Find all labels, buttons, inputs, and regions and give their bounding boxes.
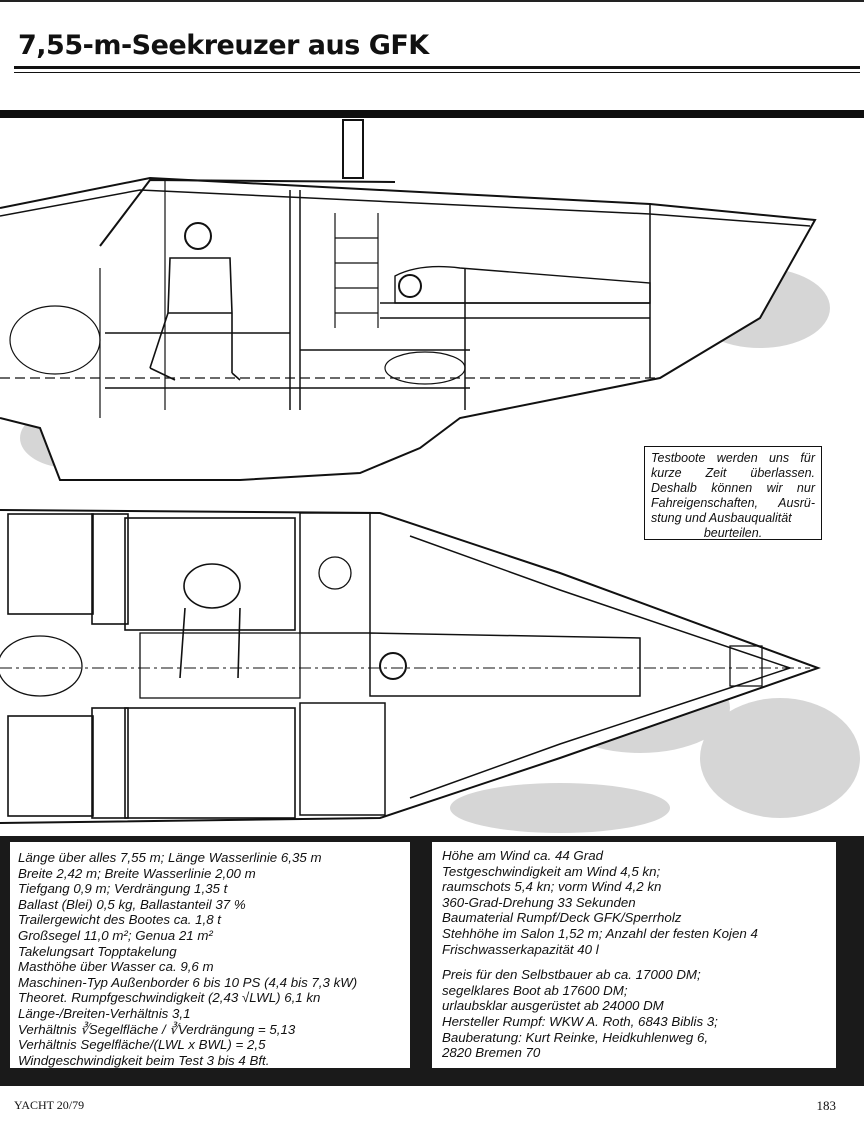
top-edge-rule <box>0 0 864 2</box>
spec-line: Bauberatung: Kurt Reinke, Heidkuhlenweg … <box>442 1029 709 1045</box>
notice-line: Testboote werden uns für <box>651 451 815 465</box>
spec-line: Ballast (Blei) 0,5 kg, Ballastanteil 37 … <box>18 896 246 912</box>
spec-line: 360-Grad-Drehung 33 Sekunden <box>442 894 636 910</box>
notice-line: Deshalb können wir nur <box>651 481 815 495</box>
specs-left-column: Länge über alles 7,55 m; Länge Wasserlin… <box>10 842 410 1068</box>
spec-line: Takelungsart Topptakelung <box>18 943 177 959</box>
spec-spacer <box>442 957 828 967</box>
notice-line: kurze Zeit überlassen. <box>651 466 815 480</box>
spec-line: Breite 2,42 m; Breite Wasserlinie 2,00 m <box>18 865 256 881</box>
spec-line: Trailergewicht des Bootes ca. 1,8 t <box>18 912 221 928</box>
specs-right-column: Höhe am Wind ca. 44 Grad Testgeschwindig… <box>432 842 836 1068</box>
spec-line: segelklares Boot ab 17600 DM; <box>442 982 628 998</box>
spec-line: Masthöhe über Wasser ca. 9,6 m <box>18 959 214 975</box>
page-title: 7,55-m-Seekreuzer aus GFK <box>18 30 429 61</box>
spec-line: Länge über alles 7,55 m; Länge Wasserlin… <box>18 850 322 865</box>
spec-line: raumschots 5,4 kn; vorm Wind 4,2 kn <box>442 879 662 895</box>
spec-line: Frischwasserkapazität 40 l <box>442 941 599 957</box>
spec-line: Großsegel 11,0 m²; Genua 21 m² <box>18 927 213 943</box>
spec-line: Hersteller Rumpf: WKW A. Roth, 6843 Bibl… <box>442 1013 718 1029</box>
spec-line: Preis für den Selbstbauer ab ca. 17000 D… <box>442 967 701 983</box>
spec-line: Länge-/Breiten-Verhältnis 3,1 <box>18 1005 191 1021</box>
spec-line: urlaubsklar ausgerüstet ab 24000 DM <box>442 998 664 1014</box>
notice-line: beurteilen. <box>703 526 763 540</box>
page-number: 183 <box>816 1098 837 1113</box>
plan-view-section <box>0 509 821 824</box>
title-rule-thick <box>14 66 860 69</box>
notice-line: Fahreigenschaften, Ausrü- <box>651 496 815 510</box>
spec-line: Tiefgang 0,9 m; Verdrängung 1,35 t <box>18 881 228 897</box>
spec-line: Theoret. Rumpfgeschwindigkeit (2,43 √LWL… <box>18 990 321 1006</box>
spec-line: Verhältnis ∛Segelfläche / ∛Verdrängung =… <box>18 1021 296 1037</box>
title-rule-thin <box>14 72 860 73</box>
spec-line: Baumaterial Rumpf/Deck GFK/Sperrholz <box>442 910 682 926</box>
spec-line: Windgeschwindigkeit beim Test 3 bis 4 Bf… <box>18 1052 270 1068</box>
spec-line: Stehhöhe im Salon 1,52 m; Anzahl der fes… <box>442 925 758 941</box>
side-view-section <box>0 119 817 481</box>
spec-line: 2820 Bremen 70 <box>442 1045 541 1061</box>
magazine-issue-footer: YACHT 20/79 <box>14 1098 85 1112</box>
boat-illustration <box>0 119 860 833</box>
notice-line: stung und Ausbauqualität <box>651 511 792 525</box>
spec-line: Testgeschwindigkeit am Wind 4,5 kn; <box>442 863 661 879</box>
spec-line: Maschinen-Typ Außenborder 6 bis 10 PS (4… <box>18 974 358 990</box>
spec-line: Verhältnis Segelfläche/(LWL x BWL) = 2,5 <box>18 1037 266 1053</box>
spec-line: Höhe am Wind ca. 44 Grad <box>442 848 603 863</box>
test-boat-notice: Testboote werden uns für kurze Zeit über… <box>644 446 822 540</box>
illustration-top-band <box>0 110 864 118</box>
